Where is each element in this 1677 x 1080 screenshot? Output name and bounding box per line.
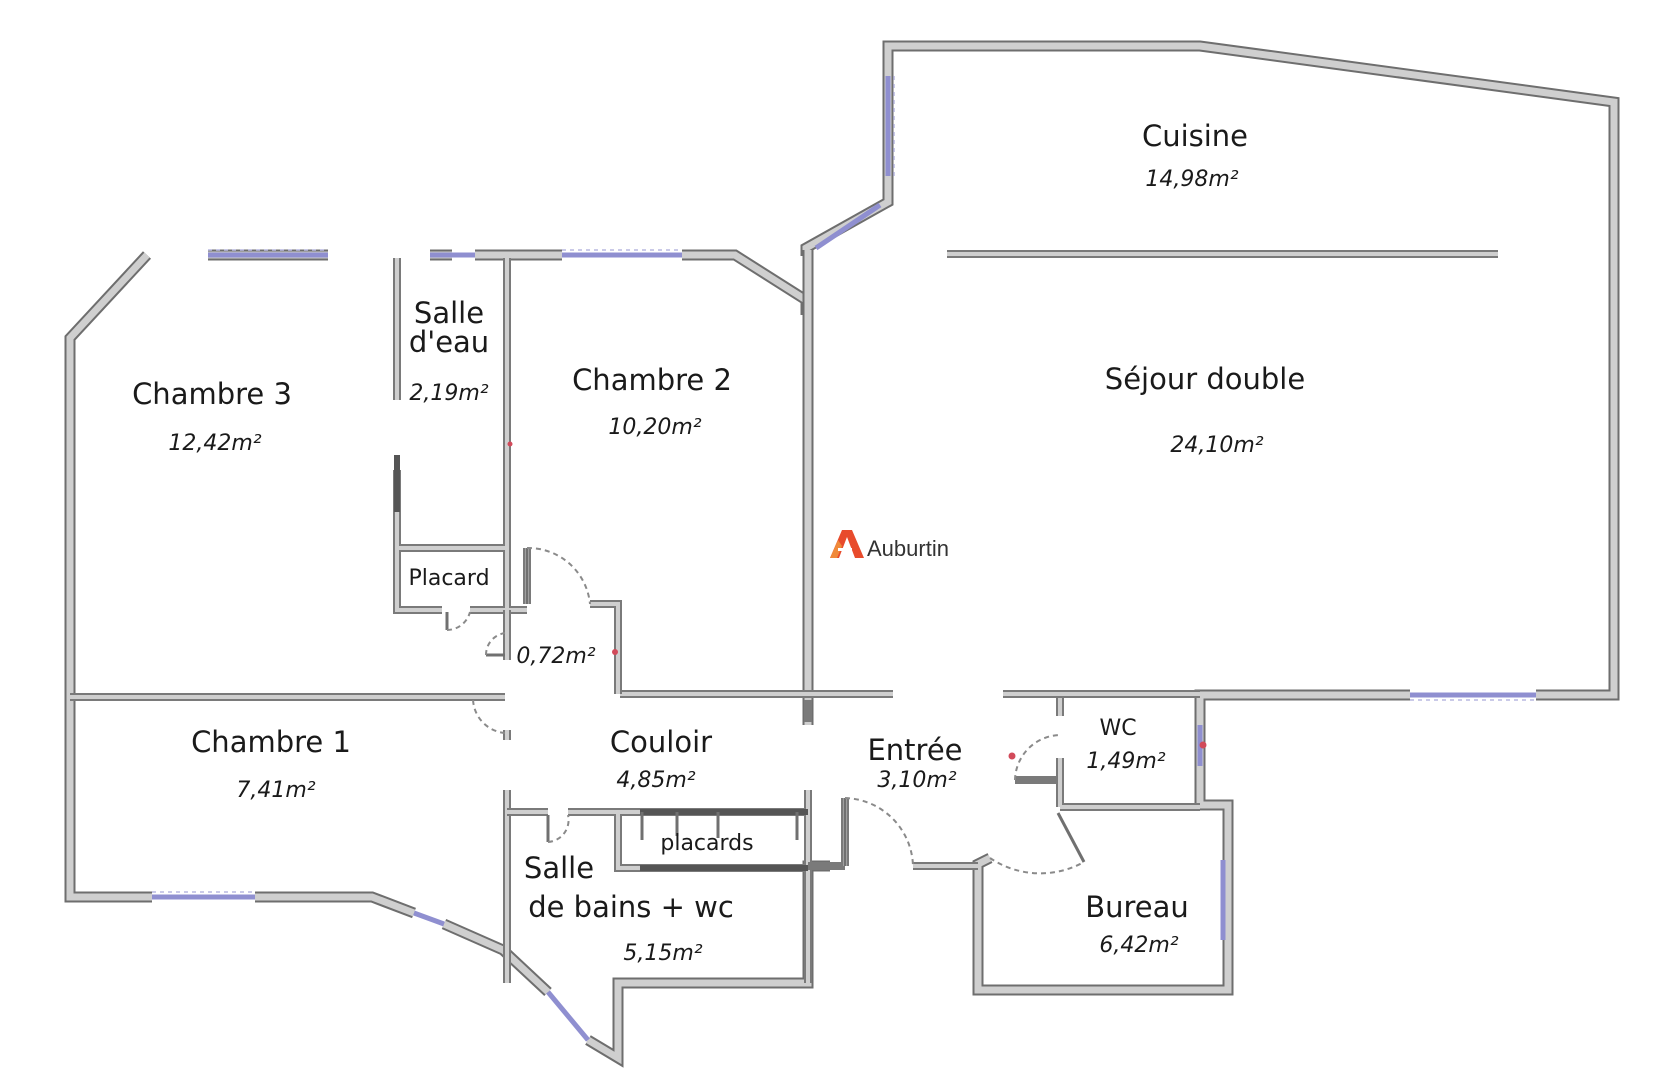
room-label-couloir: Couloir [610,725,712,759]
room-label-chambre1: Chambre 1 [191,725,351,759]
room-area-salle-eau: 2,19m² [409,381,488,406]
auburtin-logo: Auburtin [830,530,949,561]
room-area-chambre3: 12,42m² [168,431,261,456]
brand-name: Auburtin [867,536,949,561]
room-area-sejour: 24,10m² [1170,433,1263,458]
room-label-cuisine: Cuisine [1142,119,1248,153]
doors [445,441,1207,875]
room-labels: Cuisine 14,98m² Séjour double 24,10m² Ch… [132,119,1305,966]
room-label-placards: placards [660,831,753,856]
room-area-couloir: 4,85m² [616,768,695,793]
room-area-degagement: 0,72m² [516,644,595,669]
room-label-salle-bains-2: de bains + wc [528,890,734,924]
room-area-wc: 1,49m² [1086,749,1165,774]
room-area-entree: 3,10m² [877,768,956,793]
walls [64,40,1620,1068]
room-area-chambre1: 7,41m² [236,778,315,803]
room-area-cuisine: 14,98m² [1145,167,1238,192]
room-label-placard: Placard [408,566,489,591]
room-label-salle-eau-2: d'eau [409,325,489,359]
auburtin-a-icon [830,530,864,558]
room-area-chambre2: 10,20m² [608,415,701,440]
room-area-bureau: 6,42m² [1099,933,1178,958]
room-label-chambre2: Chambre 2 [572,363,732,397]
room-label-salle-bains-1: Salle [524,851,594,885]
room-label-sejour: Séjour double [1105,362,1305,396]
room-label-salle-eau-1: Salle [414,296,484,330]
room-area-salle-bains: 5,15m² [623,941,702,966]
room-label-chambre3: Chambre 3 [132,377,292,411]
room-label-entree: Entrée [867,733,962,767]
room-label-bureau: Bureau [1085,890,1189,924]
room-label-wc: WC [1099,716,1136,741]
